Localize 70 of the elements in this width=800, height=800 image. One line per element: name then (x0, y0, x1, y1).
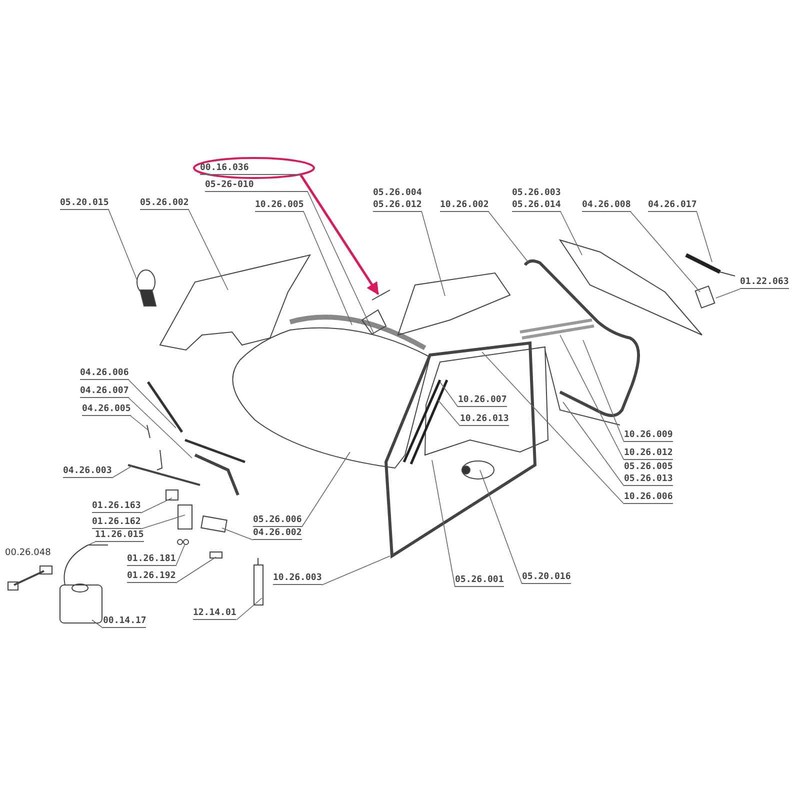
callout-number: 11.26.015 (95, 529, 144, 542)
leader-line (562, 402, 624, 486)
callout-number: 01.26.181 (127, 553, 176, 566)
callout-number: 05-26-010 (205, 179, 308, 192)
leader-line (140, 514, 186, 530)
arrow (300, 174, 380, 296)
callout-number: 01.26.163 (92, 500, 141, 513)
callout-number: 10.26.005 (255, 199, 304, 212)
leader-line (582, 340, 624, 442)
callout-number: 04.26.008 (582, 199, 631, 212)
leader-line (480, 470, 522, 584)
leader-line (303, 212, 352, 326)
leader-line (130, 416, 148, 430)
leader-line (488, 212, 528, 262)
callout-number: 01.26.162 (92, 516, 141, 529)
leader-line (432, 460, 456, 588)
callout-number: 10.26.009 (624, 429, 673, 442)
leader-line (128, 380, 176, 428)
callout-number: 10.26.002 (440, 199, 489, 212)
callout-number: 05.26.014 (512, 199, 561, 212)
callout-number: 04.26.006 (80, 367, 129, 380)
leader-line (92, 620, 104, 628)
callout-number: 04.26.017 (648, 199, 697, 212)
callout-number: 04.26.003 (63, 465, 112, 478)
leader-line (140, 498, 172, 514)
callout-number: 10.26.003 (273, 572, 322, 585)
callout-number: 05.26.003 (512, 187, 561, 199)
callout-number: 00.16.036 (200, 162, 301, 175)
leader-line (560, 334, 624, 460)
callout-number: 05.26.013 (624, 473, 673, 486)
leader-line (321, 556, 390, 586)
callout-number: 04.26.005 (82, 403, 131, 416)
leader-line (175, 556, 216, 584)
leader-line (438, 400, 460, 426)
callout-number: 05.26.002 (140, 197, 189, 210)
leader-line (222, 528, 254, 540)
callout-number: 05.20.016 (522, 571, 571, 584)
leader-line (560, 212, 582, 256)
callout-number: 12.14.01 (193, 607, 236, 620)
callout-number: 01.22.063 (740, 276, 789, 289)
callout-number: 05.26.004 (373, 187, 422, 199)
callout-number: 05.26.012 (373, 199, 422, 212)
callout-number: 10.26.012 (624, 447, 673, 460)
callout-number: 05.20.015 (60, 197, 109, 210)
callout-number: 10.26.006 (624, 491, 673, 504)
callout-number: 05.26.006 (253, 514, 302, 527)
callout-number: 00.26.048 (5, 548, 51, 558)
leader-line (188, 210, 228, 290)
leader-line (716, 288, 740, 298)
leader-line (421, 212, 446, 296)
leader-line (88, 542, 96, 546)
callout-number: 04.26.002 (253, 527, 302, 540)
leader-line (236, 598, 262, 620)
callout-number: 01.26.192 (127, 570, 176, 583)
leader-line (175, 544, 186, 566)
callout-number: 05.26.005 (624, 461, 673, 473)
leader-line (111, 466, 132, 478)
leader-line (128, 398, 192, 458)
callout-number: 10.26.007 (458, 394, 507, 407)
callout-number: 05.26.001 (455, 574, 504, 587)
leader-line (696, 212, 712, 262)
leader-line (440, 382, 458, 408)
leader-line (108, 210, 138, 280)
leader-line (301, 452, 350, 528)
leader-line (307, 192, 374, 334)
leader-line (482, 352, 624, 504)
leader-line (630, 212, 700, 292)
callout-number: 00.14.17 (103, 615, 146, 628)
callout-number: 04.26.007 (80, 385, 129, 398)
callout-number: 10.26.013 (460, 413, 509, 426)
